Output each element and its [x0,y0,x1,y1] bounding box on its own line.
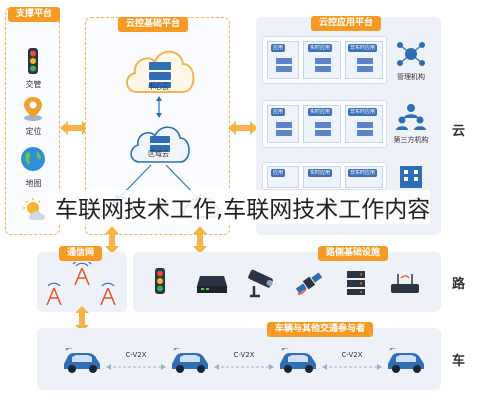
server-icon [315,58,331,72]
regional-cloud-label: 区域云 [148,150,169,158]
v2x-link-label: C-V2X [125,351,147,359]
app-card-label: 应用 [271,108,286,116]
server-rack-icon [347,271,365,295]
traffic-light-icon [28,48,38,74]
vertical-arrow [193,226,207,254]
app-card: 非实时应用 [345,41,383,79]
cell-tower-icon [100,282,116,306]
v2x-link-line [322,364,382,370]
app-card: 非实时应用 [345,166,383,188]
car-icon [172,348,208,373]
server-icon [315,122,331,136]
road-infra-panel: 路侧基础设施 [133,246,441,312]
car-icon [64,348,100,373]
rsu-device-icon [197,276,227,293]
app-card: 实时应用 [303,105,341,143]
app-card: 非实时应用 [345,105,383,143]
server-icon [357,122,373,136]
server-icon [357,58,373,72]
v2x-link-label: C-V2X [341,351,363,359]
base-app-arrow [228,121,258,135]
layer-label-road: 路 [452,277,466,292]
app-card-label: 应用 [271,169,286,177]
app-card-label: 实时应用 [308,108,333,116]
v2x-link-line [214,364,274,370]
cell-tower-icon [72,262,92,286]
center-to-regional-arrow [156,96,162,118]
role-label: 第三方机构 [393,136,429,144]
app-card-label: 应用 [271,44,286,52]
app-card-label: 实时应用 [308,169,333,177]
v2x-link-label: C-V2X [233,351,255,359]
app-card-label: 非实时应用 [348,108,378,116]
comm-network-panel: 通信网 [37,246,127,312]
app-card: 应用 [267,41,299,79]
app-card-label: 实时应用 [308,44,333,52]
building-icon [400,166,422,188]
road-infra-title: 路侧基础设施 [318,246,389,261]
layer-label-cloud: 云 [452,124,466,139]
people-icon [396,104,426,130]
car-icon [280,348,316,373]
car-icon [388,348,424,373]
support-item-label: 交管 [25,80,42,89]
support-base-arrow [60,121,90,135]
app-card: 应用 [267,166,299,188]
layer-label-vehicle: 车 [452,354,466,369]
cell-tower-icon [46,282,62,306]
v2x-link-line [106,364,166,370]
role-label: 管理机构 [397,73,425,81]
support-item-label: 定位 [25,127,42,136]
weather-icon [23,198,45,220]
vertical-arrow [105,226,119,254]
center-cloud-icon [126,50,195,93]
headline-text: 车联网技术工作,车联网技术工作内容 [55,190,431,224]
support-platform-panel: 支撑平台 交管 定位 地图 [5,7,61,235]
app-card: 实时应用 [303,166,341,188]
org-network-icon [397,42,425,66]
vertical-arrow [75,306,89,332]
cloud-app-platform-title: 云控应用平台 [311,16,382,31]
server-icon [276,58,292,72]
app-card: 实时应用 [303,41,341,79]
regional-cloud-icon [130,126,190,163]
center-cloud-label: 中心云 [148,83,169,91]
location-pin-icon [24,97,42,121]
globe-map-icon [21,147,45,171]
satellite-icon [295,272,323,295]
router-icon [391,274,419,293]
camera-icon [248,269,273,298]
server-icon [276,122,292,136]
traffic-light-icon [155,268,165,294]
vehicle-panel: 车辆与其他交通参与者 [37,322,441,390]
app-card-label: 非实时应用 [348,44,378,52]
support-item-label: 地图 [25,179,42,188]
app-card: 应用 [267,105,299,143]
cloud-base-platform-title: 云控基础平台 [118,17,189,32]
app-card-label: 非实时应用 [348,169,378,177]
vehicle-section-title: 车辆与其他交通参与者 [267,322,374,337]
support-platform-title: 支撑平台 [8,7,61,22]
comm-network-title: 通信网 [59,246,103,261]
